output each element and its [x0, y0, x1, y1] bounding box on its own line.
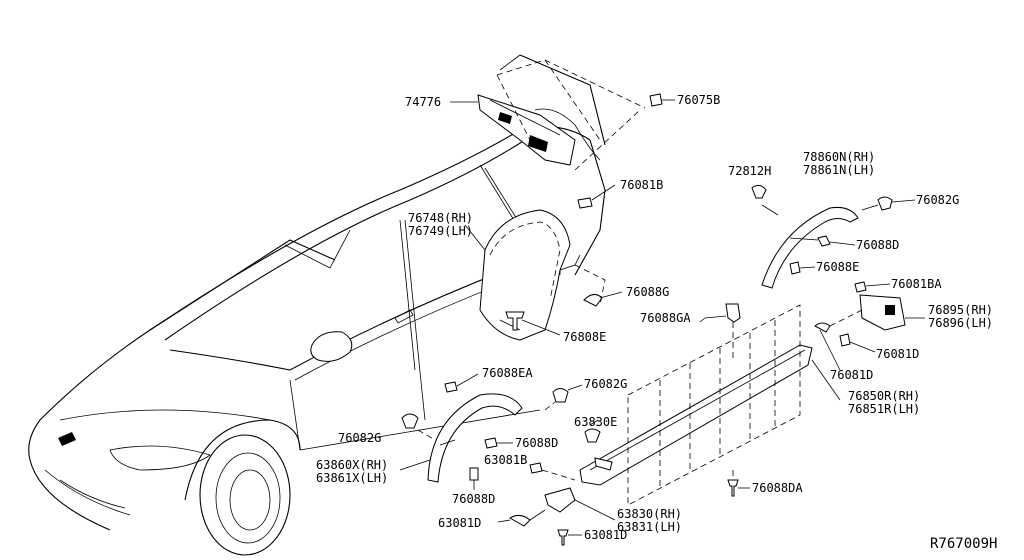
label-76850R-rh: 76850R(RH) [848, 389, 920, 403]
label-76088D-mid: 76088D [515, 436, 558, 450]
label-76748-rh: 76748(RH) [408, 211, 473, 225]
label-76088EA: 76088EA [482, 366, 533, 380]
rear-wheel-arch-protector [464, 184, 623, 341]
label-63830E: 63830E [574, 415, 617, 429]
label-63830-rh: 63830(RH) [617, 507, 682, 521]
label-78861N-lh: 78861N(LH) [803, 163, 875, 177]
label-76081BA: 76081BA [891, 277, 942, 291]
callout-labels: 74776 76075B 76081B 76748(RH) 76749(LH) … [316, 93, 993, 542]
label-76808E: 76808E [563, 330, 606, 344]
label-76749-lh: 76749(LH) [408, 224, 473, 238]
label-76088D-top: 76088D [856, 238, 899, 252]
rear-spoiler-74776 [450, 59, 646, 171]
label-76075B: 76075B [677, 93, 720, 107]
label-74776: 74776 [405, 95, 441, 109]
front-sill-bracket [497, 384, 616, 546]
label-76895-rh: 76895(RH) [928, 303, 993, 317]
label-63081D-b: 63081D [584, 528, 627, 542]
label-76851R-lh: 76851R(LH) [848, 402, 920, 416]
label-72812H: 72812H [728, 164, 771, 178]
label-63831-lh: 63831(LH) [617, 520, 682, 534]
label-76082G-mid: 76082G [584, 377, 627, 391]
label-63081B: 63081B [484, 453, 527, 467]
label-76081D-b: 76081D [830, 368, 873, 382]
label-63081D-a: 63081D [438, 516, 481, 530]
label-63861X-lh: 63861X(LH) [316, 471, 388, 485]
label-63860X-rh: 63860X(RH) [316, 458, 388, 472]
vehicle-body-outline [28, 54, 606, 556]
leader-lines [439, 317, 706, 446]
clip-76075B [649, 93, 675, 107]
label-76082G-left: 76082G [338, 431, 381, 445]
label-76088G: 76088G [626, 285, 669, 299]
label-76896-lh: 76896(LH) [928, 316, 993, 330]
side-sill-rear-bracket [814, 281, 925, 371]
label-76088E: 76088E [816, 260, 859, 274]
label-76081D-a: 76081D [876, 347, 919, 361]
label-78860N-rh: 78860N(RH) [803, 150, 875, 164]
front-fender-molding [399, 373, 523, 490]
side-sill-molding [579, 303, 841, 506]
label-76088DA: 76088DA [752, 481, 803, 495]
label-76082G-top: 76082G [916, 193, 959, 207]
label-76088GA: 76088GA [640, 311, 691, 325]
rear-fender-molding [751, 184, 916, 289]
label-76081B: 76081B [620, 178, 663, 192]
label-76088D-bot: 76088D [452, 492, 495, 506]
diagram-reference-code: R767009H [930, 536, 997, 552]
